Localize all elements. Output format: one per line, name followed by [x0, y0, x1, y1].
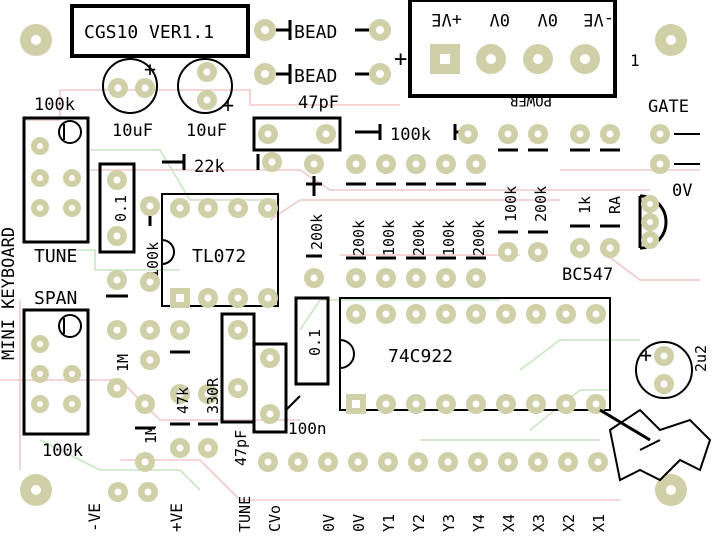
cap-2u2-label: 2u2 [692, 345, 710, 372]
title-text: CGS10 VER1.1 [84, 22, 214, 43]
pin-cvo: CVo [266, 505, 284, 532]
r-200k-a-label: 200k [308, 214, 326, 250]
pin-x3: X3 [530, 514, 548, 532]
power-label: POWER [509, 92, 552, 108]
logo-drawing [599, 408, 712, 482]
pin-x2: X2 [560, 514, 578, 532]
bc547-label: BC547 [562, 265, 613, 285]
bead1-label: BEAD [294, 22, 337, 43]
cap-10uf-1: + 10uF [102, 57, 158, 141]
zero-v-label: 0V [672, 181, 692, 201]
gate-label: GATE [648, 97, 689, 117]
mounting-holes [20, 24, 687, 506]
pot-tune: 100k TUNE [22, 95, 90, 267]
plus-sign: + [394, 47, 407, 72]
cap-47pf-bottom-label: 47pF [232, 430, 250, 466]
cap-47pf-bottom: 47pF [220, 312, 256, 466]
pot-100k-top-label: 100k [34, 95, 75, 115]
res-1m-1: 1M [107, 320, 132, 398]
74c922-label: 74C922 [388, 346, 453, 367]
res-100k-vert: 100k [106, 196, 162, 298]
r-200k-b-label: 200k [350, 220, 368, 256]
res-100k-vert-label: 100k [144, 242, 162, 278]
res-100k-top-label: 100k [390, 125, 431, 145]
bead2-label: BEAD [294, 66, 337, 87]
cap-2u2: + 2u2 [635, 341, 710, 399]
r-200k-d-label: 200k [410, 220, 428, 256]
cap-10uf-2: + 10uF [177, 58, 234, 141]
cap-10uf-2-label: 10uF [186, 121, 227, 141]
pot-100k-bottom-label: 100k [42, 441, 83, 461]
pin-tune: TUNE [236, 496, 254, 532]
cap-100n-label: 100n [288, 419, 327, 438]
r-200k-h-label: 200k [532, 186, 550, 222]
copper-traces [0, 89, 700, 501]
span-label: SPAN [34, 288, 77, 309]
resistor-bank: 200k 200k 100k 200k 100k 200k 100k 200k [304, 148, 550, 288]
res-1m-2-label: 1M [142, 426, 160, 444]
res-330r-label: 330R [204, 377, 222, 414]
r-ra-label: RA [606, 196, 624, 214]
res-1m-1-label: 1M [114, 354, 132, 372]
cap-47pf-top: 47pF [252, 93, 342, 152]
cap-01-left: 0.1 [98, 162, 136, 254]
power-header: +VE 0V 0V -VE 1 POWER [408, 0, 640, 108]
r-1k-label: 1k [576, 196, 594, 214]
res-100k-top: 100k [355, 124, 620, 145]
cap-47pf-top-label: 47pF [298, 93, 339, 113]
tune-label: TUNE [34, 246, 77, 267]
bead-row-1: BEAD [254, 19, 391, 43]
gate-output: GATE 0V [648, 97, 700, 201]
cap-01-left-label: 0.1 [112, 195, 130, 222]
res-1k-ra: 1k RA [570, 148, 624, 258]
pin-y1: Y1 [380, 514, 398, 532]
ic-74c922: 74C922 [339, 297, 611, 414]
r-100k-c-label: 100k [380, 220, 398, 256]
svg-text:+: + [640, 343, 652, 367]
one-label: 1 [630, 51, 640, 70]
svg-text:+: + [144, 57, 156, 81]
res-22k: 22k [162, 152, 486, 177]
power-pin-2: 0V [490, 9, 510, 29]
cap-100n: 100n [252, 342, 327, 438]
res-22k-label: 22k [194, 157, 225, 177]
bottom-left-pin-2: +VE [167, 503, 186, 532]
pin-y4: Y4 [470, 514, 488, 532]
power-pin-4: -VE [583, 9, 614, 29]
bottom-left-power: -VE +VE [85, 482, 186, 532]
title-block: CGS10 VER1.1 [70, 4, 250, 58]
power-pin-1: +VE [431, 9, 462, 29]
pin-0v-2: 0V [350, 514, 368, 532]
r-100k-g-label: 100k [502, 186, 520, 222]
pin-y2: Y2 [410, 514, 428, 532]
r-100k-e-label: 100k [440, 220, 458, 256]
res-47k-label: 47k [174, 387, 192, 414]
transistor-bc547: BC547 [562, 194, 668, 285]
ic-tl072: TL072 [161, 193, 279, 308]
svg-text:+: + [222, 93, 234, 117]
pin-0v-1: 0V [320, 514, 338, 532]
res-cluster: 47k 330R 1M [135, 320, 222, 472]
cap-10uf-1-label: 10uF [112, 121, 153, 141]
pin-y3: Y3 [440, 514, 458, 532]
pin-x1: X1 [590, 514, 608, 532]
cap-01-mid-label: 0.1 [306, 329, 324, 356]
cap-01-mid: 0.1 [294, 296, 330, 386]
r-200k-f-label: 200k [470, 220, 488, 256]
tl072-label: TL072 [192, 246, 246, 267]
pin-x4: X4 [500, 514, 518, 532]
mini-keyboard-label: MINI KEYBOARD [0, 227, 19, 360]
bead-row-2: BEAD [254, 63, 391, 87]
bottom-connector: TUNE CVo 0V 0V Y1 Y2 Y3 Y4 X4 X3 X2 X1 [236, 452, 608, 532]
power-pin-3: 0V [538, 9, 558, 29]
pot-span: SPAN 100k [22, 288, 90, 461]
bottom-left-pin-1: -VE [85, 503, 104, 532]
